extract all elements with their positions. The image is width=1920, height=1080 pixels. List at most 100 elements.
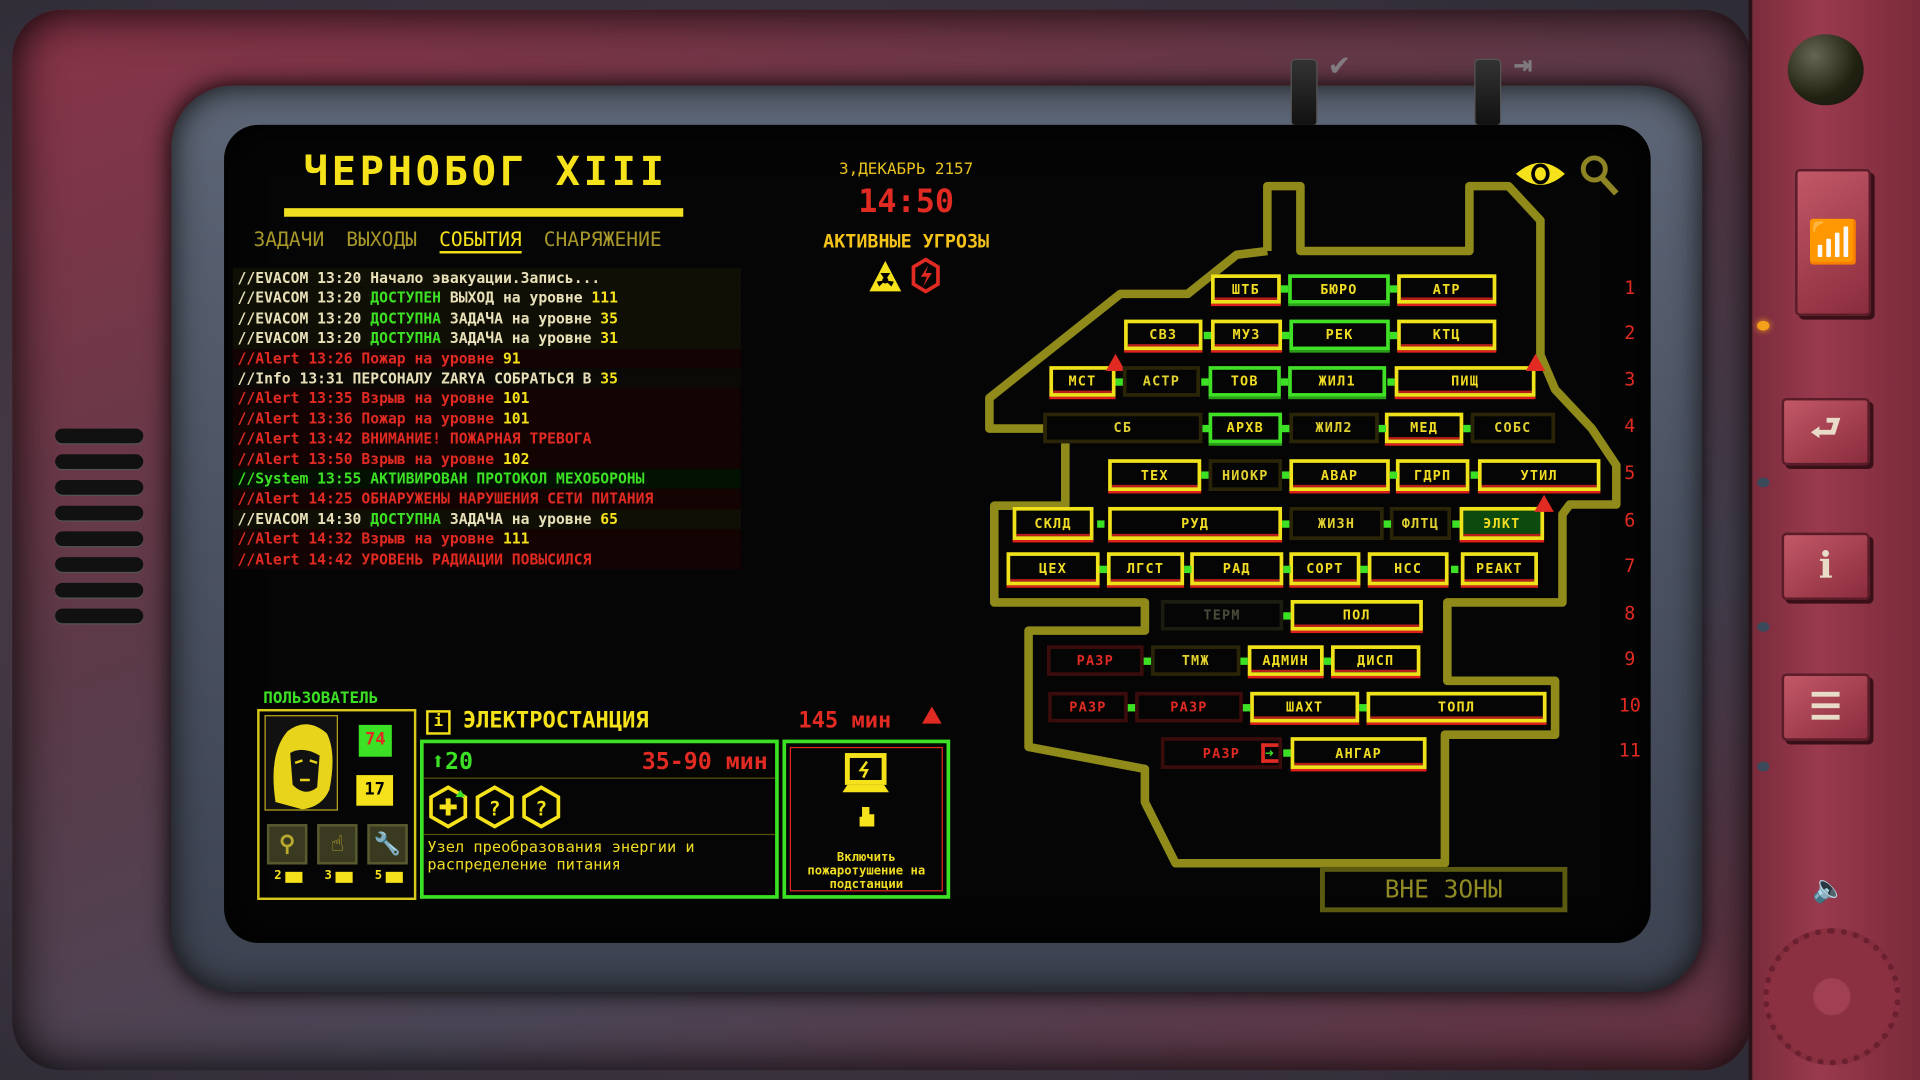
arrow-up-icon: ⬆ [431,748,446,776]
connector [1201,471,1209,479]
room-alarm[interactable]: РАЗР [1135,691,1243,723]
room-normal[interactable]: НСС [1367,552,1449,586]
eye-icon[interactable] [1515,162,1565,185]
room-normal[interactable]: ГДРП [1395,459,1470,492]
level-number: 11 [1618,739,1641,762]
volume-dial[interactable] [1763,928,1901,1066]
tab-events[interactable]: СОБЫТИЯ [439,228,522,254]
toggle-switch-exit[interactable] [1474,58,1502,127]
menu-button[interactable]: ☰ [1781,673,1870,741]
room-off[interactable]: ТЕРМ [1160,600,1284,631]
room-normal[interactable]: КТЦ [1397,319,1497,351]
room-alarm[interactable]: РАЗР [1046,645,1144,676]
room-normal[interactable]: ШАХТ [1250,691,1360,723]
room-dim[interactable]: НИОКР [1208,459,1283,492]
volume-icon[interactable]: 🔈 [1812,874,1846,905]
log-text: //System 13:55 АКТИВИРОВАН ПРОТОКОЛ МЕХО… [237,470,645,488]
hack-icon[interactable]: ☝ [317,824,358,865]
connector [1323,656,1332,665]
room-green[interactable]: ТОВ [1208,366,1281,397]
room-normal[interactable]: ПОЛ [1290,600,1423,631]
room-dim[interactable]: ФЛТЦ [1389,506,1452,541]
back-button[interactable]: ⮐ [1781,397,1870,466]
room-green[interactable]: БЮРО [1288,274,1390,304]
divider [423,833,776,836]
upgrade-module-icon[interactable] [429,785,468,829]
action-frame [789,746,943,892]
room-normal[interactable]: ЦЕХ [1006,552,1100,586]
room-dim[interactable]: ЖИЛ2 [1289,412,1379,444]
room-dim[interactable]: СБ [1043,412,1203,444]
room-normal[interactable]: ДИСП [1331,645,1421,676]
connector [1240,656,1248,665]
room-normal[interactable]: ТОПЛ [1366,691,1547,723]
room-normal[interactable]: ТЕХ [1108,459,1202,492]
room-dim[interactable]: ТМЖ [1151,645,1241,676]
room-dim[interactable]: СОБС [1470,412,1556,444]
room-green[interactable]: РЕК [1289,319,1390,351]
connector [1242,703,1251,711]
tab-tasks[interactable]: ЗАДАЧИ [253,227,325,252]
fire-suppression-button[interactable]: Включить пожаротушение на подстанции [782,739,951,899]
repair-icon[interactable]: 🔧 [367,824,408,865]
power-hazard-icon[interactable] [911,257,940,294]
inspect-count: 2 [274,869,282,883]
room-normal[interactable]: ПИЩ [1394,366,1536,397]
room-normal[interactable]: ЛГСТ [1106,552,1185,586]
room-normal[interactable]: РЕАКТ [1460,552,1538,586]
room-alarm[interactable]: РАЗР [1048,691,1128,723]
user-avatar[interactable] [264,715,338,811]
room-normal[interactable]: ШТБ [1211,274,1281,304]
room-time-left: 145 мин [798,707,892,734]
room-green[interactable]: АРХВ [1208,412,1283,444]
room-normal[interactable]: УТИЛ [1477,459,1601,492]
search-icon[interactable] [1580,155,1619,196]
room-normal[interactable]: АТР [1397,274,1497,304]
room-normal[interactable]: АДМИН [1247,645,1324,676]
room-normal[interactable]: СКЛД [1012,506,1094,541]
inspect-icon[interactable]: ⚲ [266,824,308,865]
log-entry: //Alert 14:32 Взрыв на уровне 111 [232,529,741,550]
signal-button[interactable]: 📶 [1795,168,1872,316]
tab-exits[interactable]: ВЫХОДЫ [346,227,418,252]
room-dim[interactable]: ЖИЗН [1289,506,1384,541]
level-number: 3 [1624,368,1636,391]
log-text: 111 [591,289,618,307]
radiation-icon[interactable] [869,260,902,292]
room-active[interactable]: ЭЛКТ [1459,506,1545,541]
room-normal[interactable]: РАД [1190,552,1284,586]
info-button[interactable]: i [1781,532,1870,601]
connector [1097,519,1105,528]
room-alarm[interactable]: РАЗР [1160,737,1283,769]
room-normal[interactable]: РУД [1108,506,1283,541]
log-entry: //EVACOM 13:20 ДОСТУПНА ЗАДАЧА на уровне… [232,328,741,349]
connector [1280,285,1289,293]
connector [1282,424,1290,432]
room-normal[interactable]: МУЗ [1211,319,1283,351]
log-entry: //Alert 13:35 Взрыв на уровне 101 [232,388,741,409]
room-normal[interactable]: МЕД [1384,412,1464,444]
room-normal[interactable]: МСТ [1049,366,1116,397]
room-normal[interactable]: СОРТ [1289,552,1361,586]
event-log[interactable]: //EVACOM 13:20 Начало эвакуации.Запись..… [232,268,741,570]
log-text: //EVACOM 13:20 [237,289,371,307]
unknown-module-icon[interactable]: ? [475,785,514,829]
room-normal[interactable]: СВЗ [1124,319,1203,351]
log-text: 102 [502,450,530,468]
unknown-module-icon[interactable]: ? [522,785,561,829]
log-text: //Alert 13:26 Пожар на уровне [237,349,503,367]
tab-equipment[interactable]: СНАРЯЖЕНИЕ [543,227,662,252]
level-number: 8 [1624,602,1636,625]
room-description: Узел преобразования энергии и распределе… [427,837,695,874]
power-value: 20 [445,748,474,776]
room-dim[interactable]: АСТР [1122,366,1201,397]
room-normal[interactable]: АНГАР [1290,737,1427,769]
room-green[interactable]: ЖИЛ1 [1288,366,1387,397]
power-row: ⬆20 [431,748,473,775]
log-text: //Alert 13:42 ВНИМАНИЕ! ПОЖАРНАЯ ТРЕВОГА [237,430,592,448]
user-label: ПОЛЬЗОВАТЕЛЬ [263,689,379,708]
room-normal[interactable]: АВАР [1289,459,1390,492]
info-icon[interactable]: i [426,710,451,735]
log-text: ЗАДАЧА на уровне [441,329,601,347]
room-title: ЭЛЕКТРОСТАНЦИЯ [462,707,649,734]
